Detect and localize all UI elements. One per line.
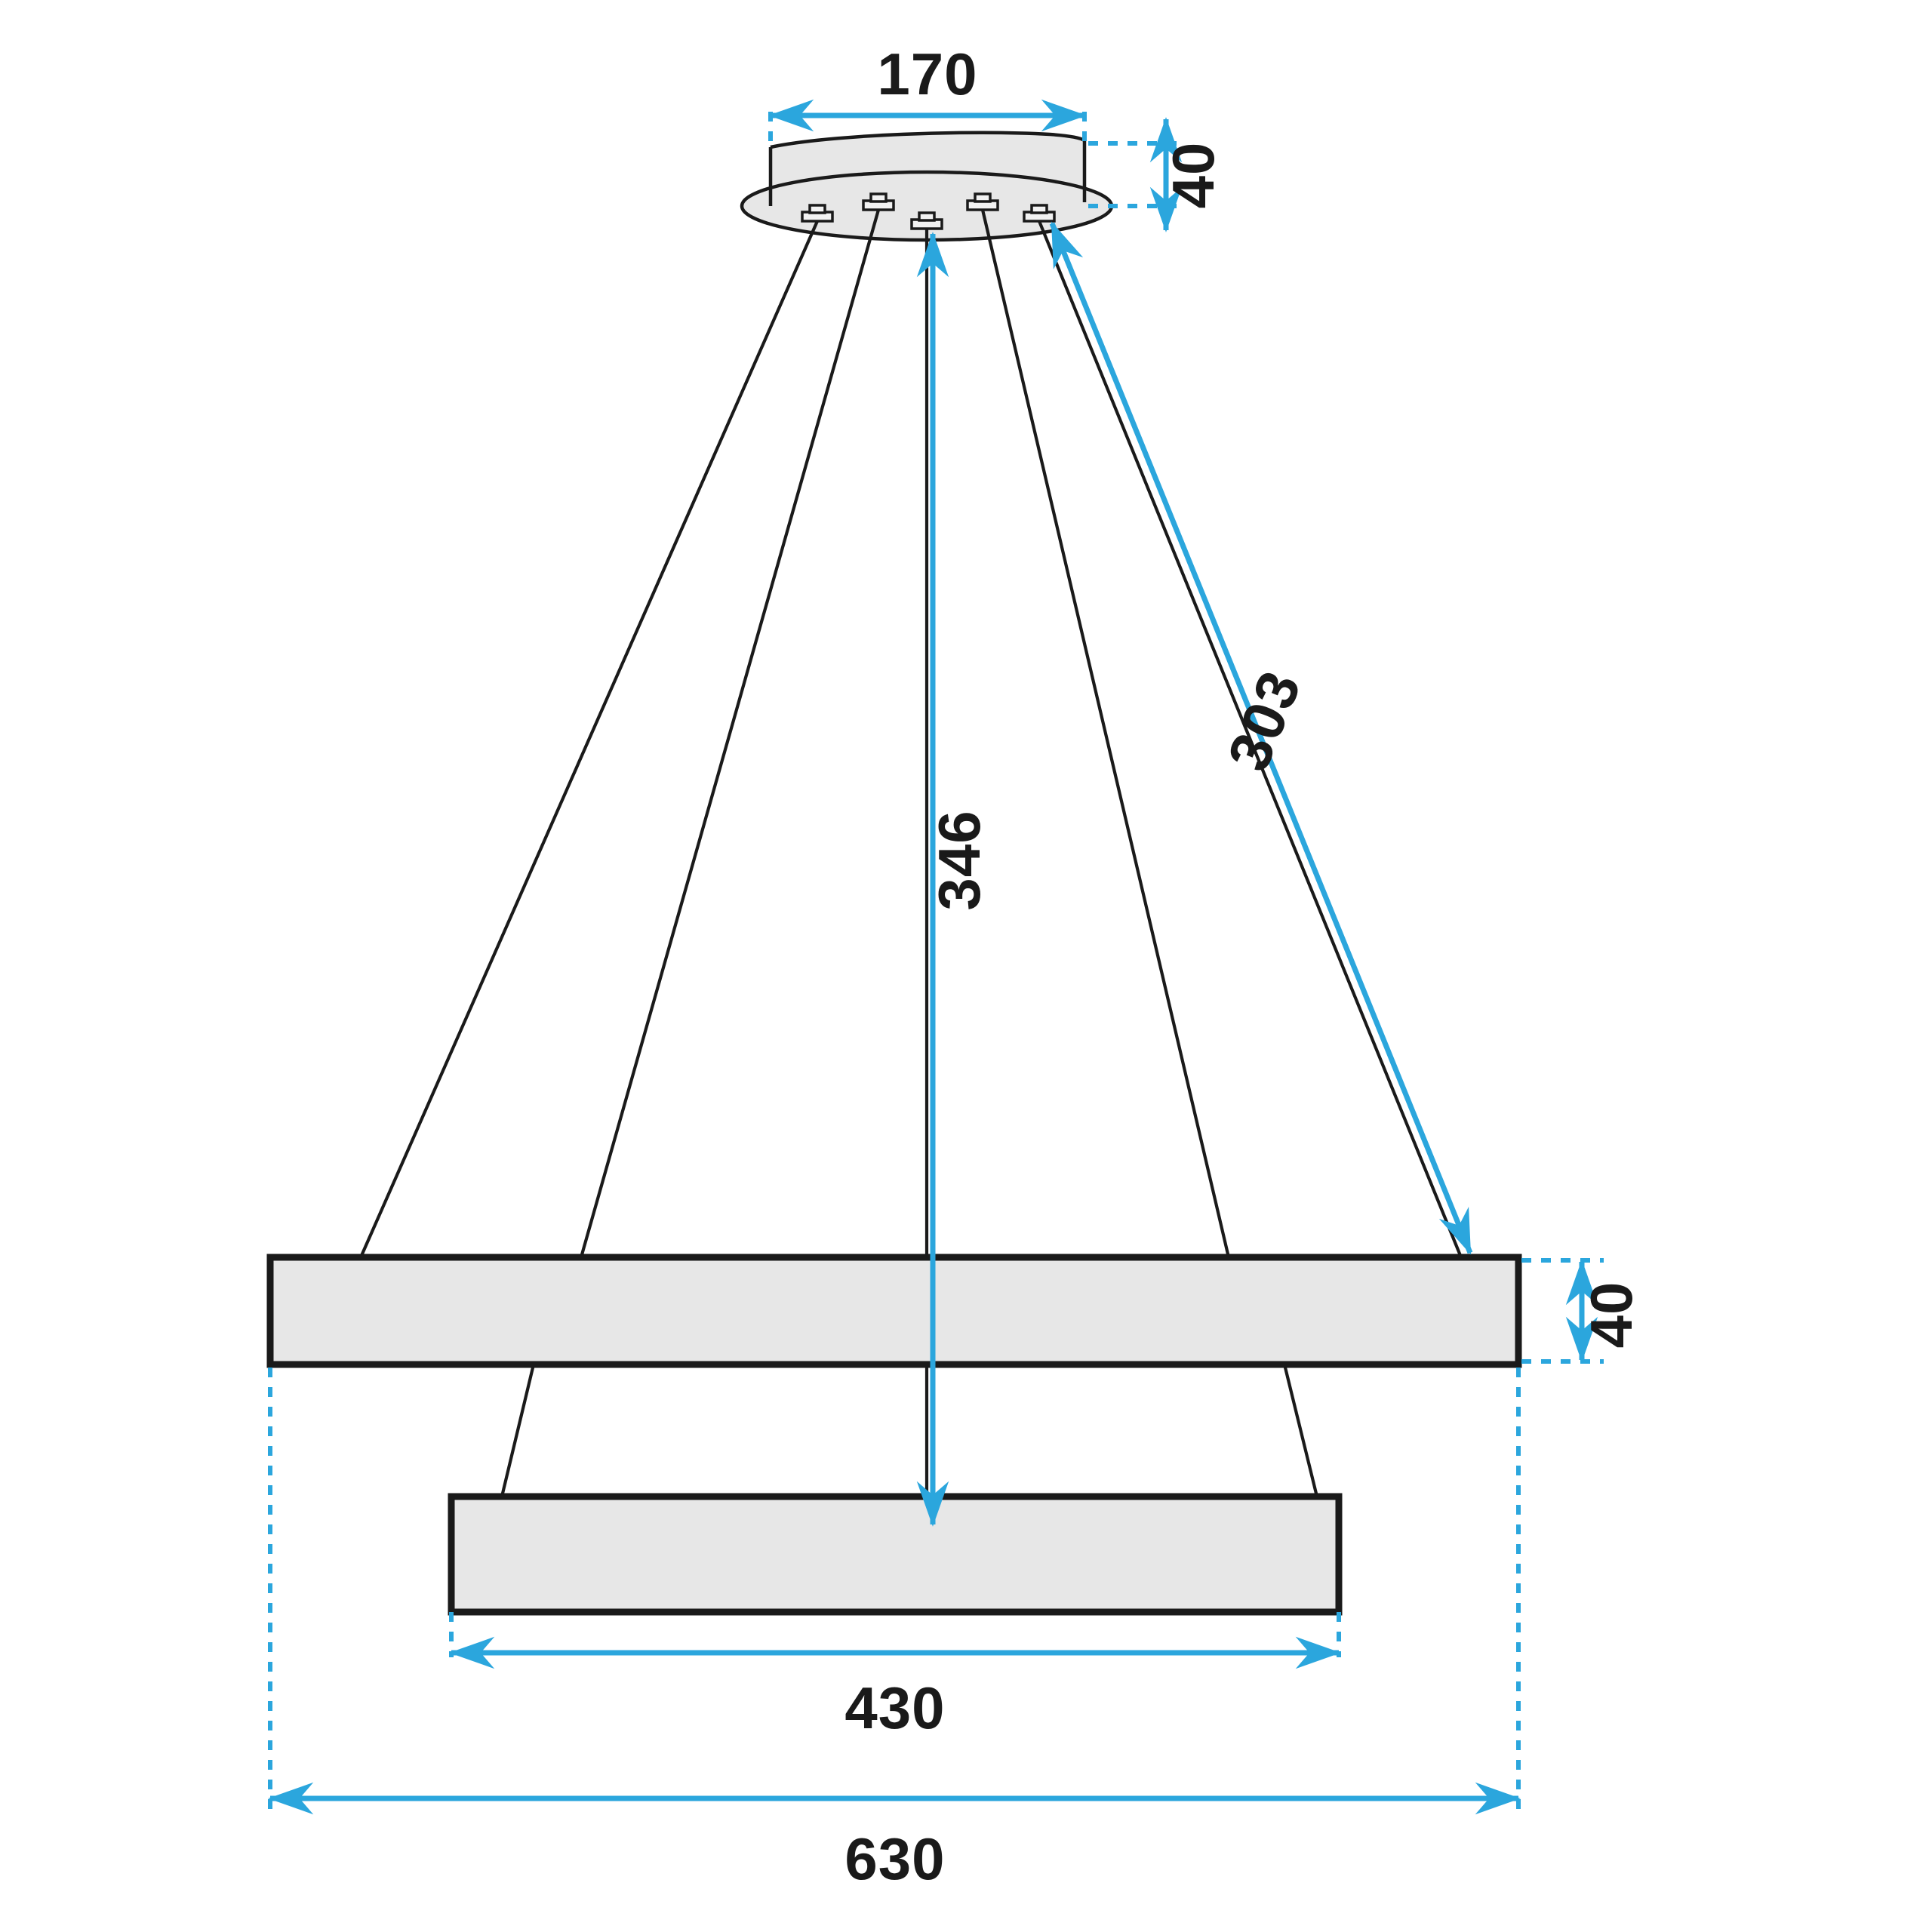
- ceiling-canopy: [740, 131, 1114, 242]
- cable-left-outer: [359, 220, 819, 1258]
- dimension-lower-width: 430: [449, 1612, 1341, 1741]
- cable-mount-2: [862, 192, 895, 211]
- dim-label-canopy-height: 40: [1160, 142, 1226, 209]
- lower-square-ring: [448, 1493, 1343, 1616]
- canopy-top-edge: [770, 131, 1086, 149]
- upper-square-ring: [266, 1254, 1522, 1368]
- cable-mount-5: [1023, 204, 1056, 223]
- lower-cable-left: [500, 1364, 536, 1497]
- suspension-cables-upper: [359, 209, 1463, 1258]
- cable-right-inner: [980, 209, 1231, 1258]
- upper-ring-profile: [266, 1254, 1522, 1368]
- dim-label-cable-diagonal: 303: [1214, 662, 1313, 780]
- lower-cable-right: [1282, 1364, 1319, 1497]
- dimension-ring-thickness: 40: [1521, 1258, 1644, 1364]
- dim-label-ring-thickness: 40: [1578, 1281, 1644, 1349]
- cable-mount-3: [910, 211, 943, 230]
- suspension-cables-lower: [500, 1364, 1319, 1497]
- dimension-canopy-width: 170: [768, 41, 1087, 151]
- dim-label-total-drop: 346: [926, 810, 992, 910]
- dim-label-upper-width: 630: [844, 1826, 945, 1892]
- dimension-total-drop: 346: [916, 232, 992, 1527]
- dimension-cable-diagonal: 303: [1049, 221, 1473, 1255]
- lower-ring-profile: [448, 1493, 1343, 1616]
- dimension-upper-width: 630: [268, 1367, 1521, 1892]
- dim-label-lower-width: 430: [844, 1675, 945, 1741]
- dim-line-cable-diagonal: [1049, 221, 1473, 1255]
- dim-label-canopy-width: 170: [877, 41, 977, 107]
- cable-mount-1: [801, 204, 834, 223]
- dimension-canopy-height: 40: [1088, 117, 1226, 232]
- cable-left-inner: [579, 209, 881, 1258]
